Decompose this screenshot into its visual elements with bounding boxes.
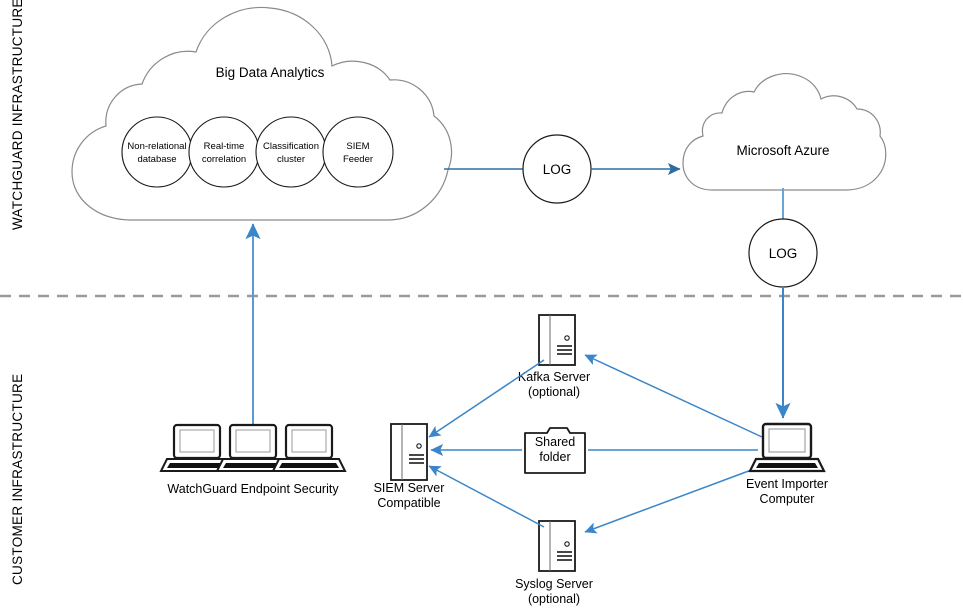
log-node-upper: LOG: [522, 134, 592, 204]
event-importer-laptop-icon: [748, 422, 826, 473]
azure-cloud-shape: [682, 73, 887, 191]
log-node-upper-label: LOG: [543, 162, 572, 177]
event-importer-label-line2: Computer: [760, 492, 815, 506]
kafka-server-label-line1: Kafka Server: [518, 370, 590, 384]
zone-label-customer-text: CUSTOMER INFRASTRUCTURE: [10, 374, 25, 585]
siem-server-label-line1: SIEM Server: [374, 481, 445, 495]
laptop-icon: [159, 423, 235, 472]
bigdata-circle-4-line2: Feeder: [343, 154, 373, 165]
log-node-lower-label: LOG: [769, 246, 798, 261]
bigdata-circle-3-line1: Classification: [263, 141, 319, 152]
kafka-server-label-line2: (optional): [528, 385, 580, 399]
log-node-lower: LOG: [748, 218, 818, 288]
shared-folder-label-line2: folder: [539, 450, 570, 464]
bigdata-circle-classification-cluster: Classification cluster: [255, 116, 327, 188]
bigdata-circle-1-line1: Non-relational: [127, 141, 186, 152]
big-data-cloud-title: Big Data Analytics: [216, 65, 325, 80]
kafka-server-icon: [538, 314, 576, 366]
event-importer-label-line1: Event Importer: [746, 477, 828, 491]
zone-label-customer: CUSTOMER INFRASTRUCTURE: [10, 374, 25, 585]
arrow-kafka-to-siem: [428, 359, 545, 438]
siem-server-label-line2: Compatible: [377, 496, 440, 510]
big-data-cloud-shape: [71, 6, 453, 221]
bigdata-circle-real-time-correlation: Real-time correlation: [188, 116, 260, 188]
bigdata-circle-1-line2: database: [137, 154, 176, 165]
syslog-server-icon: [538, 520, 576, 572]
arrow-importer-to-kafka: [584, 354, 763, 438]
zone-label-watchguard: WATCHGUARD INFRASTRUCTURE: [10, 0, 25, 230]
bigdata-circle-4-line1: SIEM: [346, 141, 369, 152]
watchguard-endpoint-label: WatchGuard Endpoint Security: [167, 482, 339, 496]
zone-label-watchguard-text: WATCHGUARD INFRASTRUCTURE: [10, 0, 25, 230]
shared-folder-icon: [524, 427, 586, 474]
azure-cloud-title: Microsoft Azure: [736, 143, 829, 158]
bigdata-circle-non-relational-database: Non-relational database: [121, 116, 193, 188]
bigdata-circle-2-line1: Real-time: [204, 141, 245, 152]
arrow-importer-to-syslog: [584, 465, 763, 534]
laptop-icon: [271, 423, 347, 472]
watchguard-endpoint-laptops: [159, 423, 347, 472]
syslog-server-label-line1: Syslog Server: [515, 577, 593, 591]
bigdata-circle-siem-feeder: SIEM Feeder: [322, 116, 394, 188]
siem-server-icon: [390, 423, 428, 481]
bigdata-circle-2-line2: correlation: [202, 154, 246, 165]
bigdata-circle-3-line2: cluster: [277, 154, 305, 165]
arrow-syslog-to-siem: [428, 465, 545, 528]
syslog-server-label-line2: (optional): [528, 592, 580, 606]
shared-folder-label-line1: Shared: [535, 435, 575, 449]
